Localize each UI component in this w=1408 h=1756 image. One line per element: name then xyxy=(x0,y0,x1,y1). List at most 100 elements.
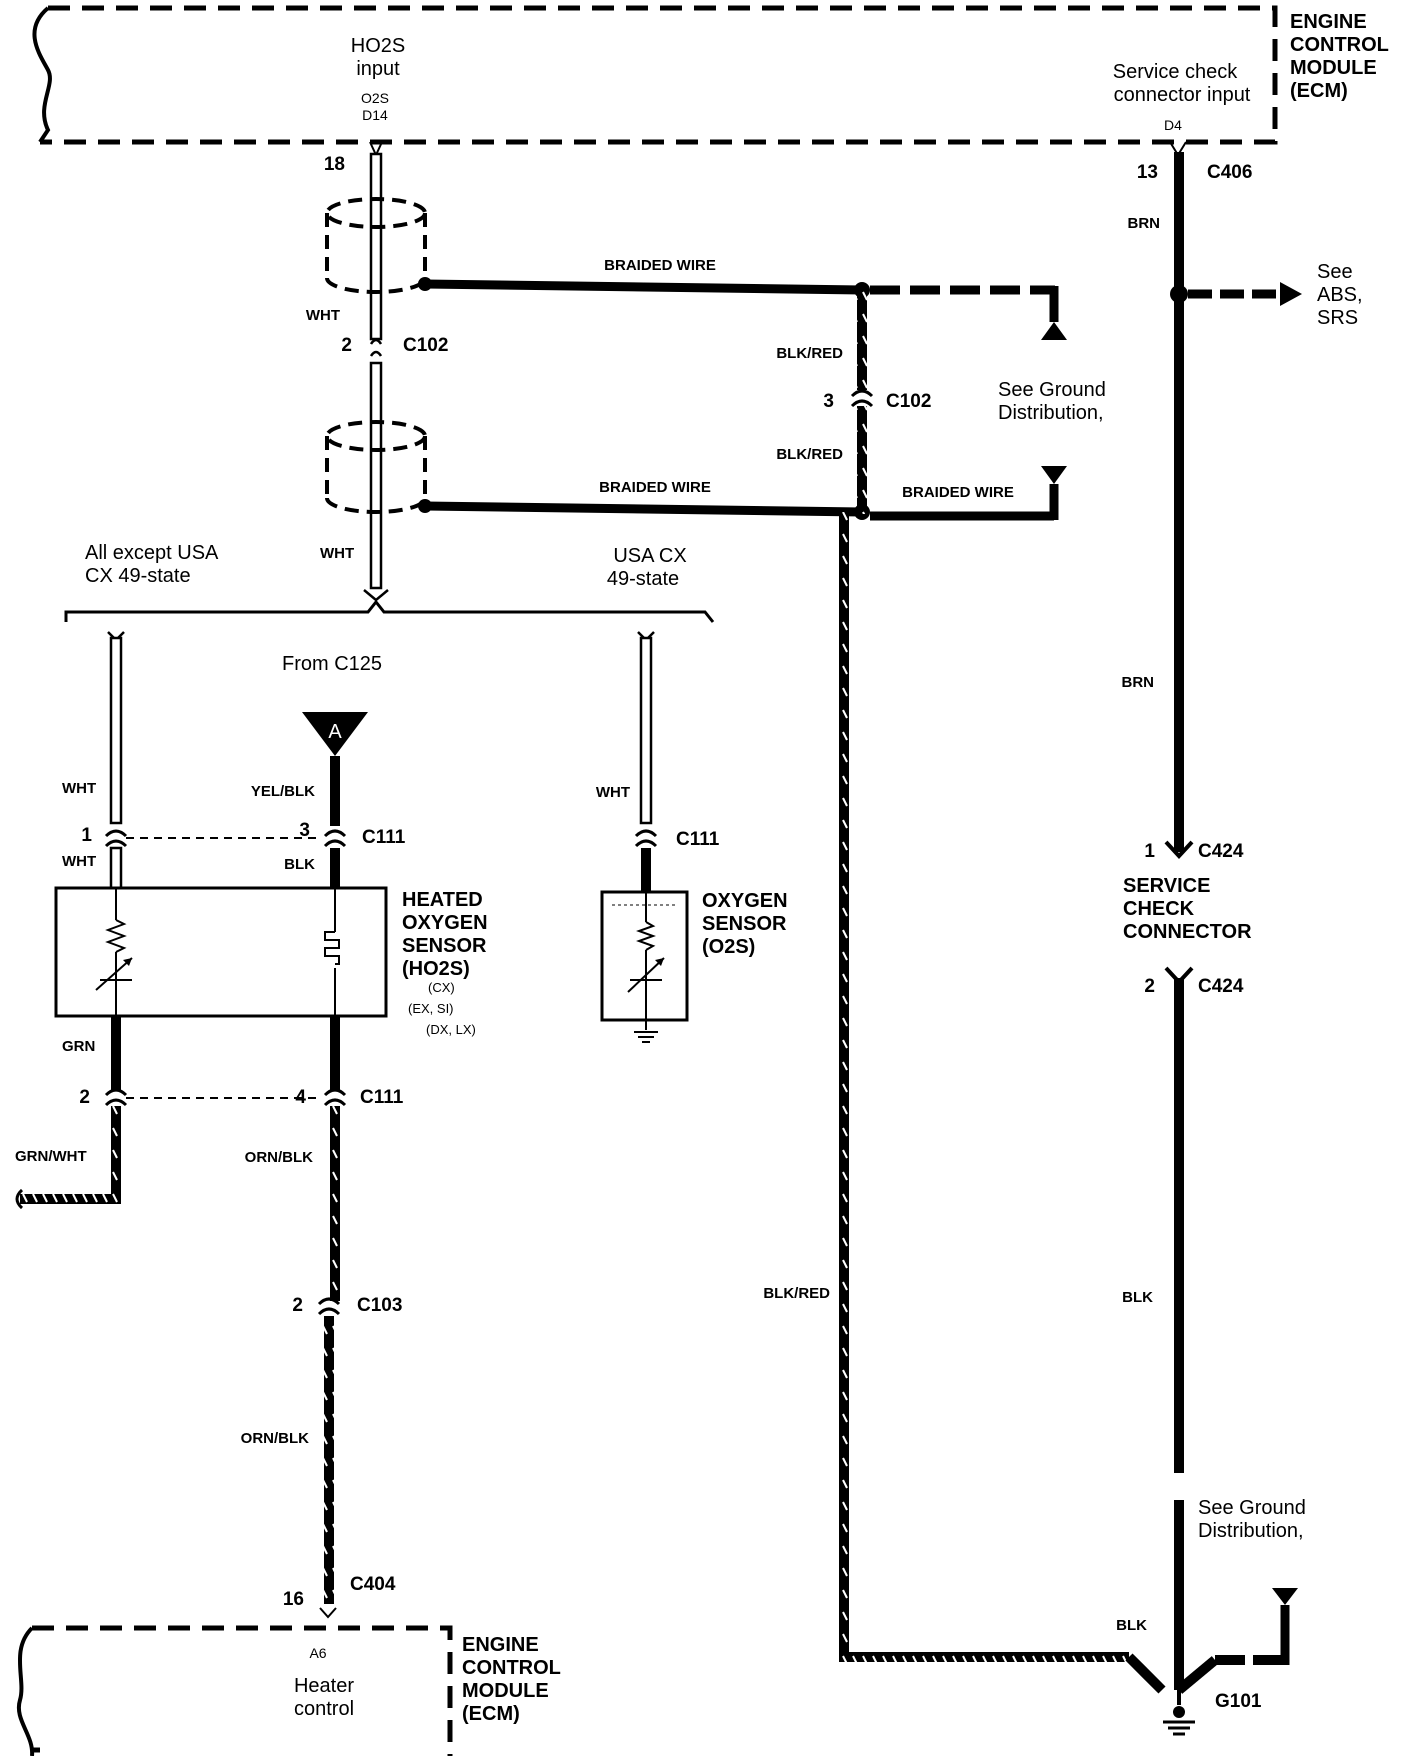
wire-label-wht-1: WHT xyxy=(306,307,340,324)
ecm-top-title-4: (ECM) xyxy=(1290,80,1348,102)
ecm-top-title-2: CONTROL xyxy=(1290,34,1389,56)
ho2s-model-cx: (CX) xyxy=(428,980,455,995)
connector-c111-b: C111 xyxy=(676,829,720,850)
pin-2-c103: 2 xyxy=(292,1295,303,1316)
wire-label-blk-red-3: BLK/RED xyxy=(763,1285,830,1302)
ho2s-wht-wire xyxy=(104,631,322,890)
pin-18: 18 xyxy=(324,154,345,175)
o2s-title-2: SENSOR xyxy=(702,913,787,935)
braided-wire-lower xyxy=(418,466,1067,521)
svc-conn-line2: CHECK xyxy=(1123,898,1195,920)
wire-label-blk-heater: BLK xyxy=(284,856,315,873)
ecm-bottom-title-3: MODULE xyxy=(462,1680,549,1702)
wire-label-blk-red-1: BLK/RED xyxy=(776,345,843,362)
wire-label-grn: GRN xyxy=(62,1038,95,1055)
svc-conn-line1: SERVICE xyxy=(1123,875,1210,897)
see-abs-line2: ABS, xyxy=(1317,284,1363,306)
o2s-terminal-2: D14 xyxy=(362,107,388,123)
connector-c102-b: C102 xyxy=(886,391,931,412)
heater-control-line1: Heater xyxy=(294,1675,354,1697)
o2s-wire xyxy=(634,631,658,892)
ecm-top-title-1: ENGINE xyxy=(1290,11,1367,33)
ground-g101: G101 xyxy=(1215,1691,1262,1712)
wire-label-wht-right: WHT xyxy=(596,784,630,801)
blk-red-ground-wire xyxy=(839,290,1166,1694)
ho2s-title-1: HEATED xyxy=(402,889,483,911)
wire-label-brn-1: BRN xyxy=(1128,215,1161,232)
wire-label-blk-red-2: BLK/RED xyxy=(776,446,843,463)
svc-terminal: D4 xyxy=(1164,117,1182,133)
pin-3-c111: 3 xyxy=(299,820,310,841)
connector-c111-a: C111 xyxy=(362,827,406,848)
ho2s-input-label-2: input xyxy=(356,58,400,80)
pin-1-c424: 1 xyxy=(1144,841,1155,862)
wire-label-orn-blk-1: ORN/BLK xyxy=(245,1149,313,1166)
wire-label-blk-2: BLK xyxy=(1116,1617,1147,1634)
see-abs-line3: SRS xyxy=(1317,307,1358,329)
ho2s-title-4: (HO2S) xyxy=(402,958,470,980)
connector-c424-a: C424 xyxy=(1198,841,1244,862)
wire-label-braided-2: BRAIDED WIRE xyxy=(599,479,711,496)
ho2s-model-ex-si: (EX, SI) xyxy=(408,1001,454,1016)
wht-signal-wire xyxy=(363,141,389,602)
ecm-bottom-title-1: ENGINE xyxy=(462,1634,539,1656)
wire-label-orn-blk-2: ORN/BLK xyxy=(241,1430,309,1447)
pin-2-c111: 2 xyxy=(79,1087,90,1108)
svc-input-label-1: Service check xyxy=(1113,61,1238,83)
pin-2-c102: 2 xyxy=(341,335,352,356)
pin-16: 16 xyxy=(283,1589,304,1610)
ecm-top-title-3: MODULE xyxy=(1290,57,1377,79)
connector-c406: C406 xyxy=(1207,162,1252,183)
ecm-bottom-terminal: A6 xyxy=(309,1645,326,1661)
see-ground-2-line2: Distribution, xyxy=(1198,1520,1304,1542)
brn-service-wire xyxy=(1164,141,1302,859)
blk-ground-wire xyxy=(1163,966,1298,1736)
see-ground-1-line2: Distribution, xyxy=(998,402,1104,424)
connector-c102-a: C102 xyxy=(403,335,448,356)
wire-label-yel-blk: YEL/BLK xyxy=(251,783,315,800)
pin-1-c111: 1 xyxy=(81,825,92,846)
all-except-line2: CX 49-state xyxy=(85,565,191,587)
o2s-title-3: (O2S) xyxy=(702,936,755,958)
wire-label-brn-2: BRN xyxy=(1122,674,1155,691)
wire-label-wht-left-2: WHT xyxy=(62,853,96,870)
pin-3-c102: 3 xyxy=(823,391,834,412)
see-abs-line1: See xyxy=(1317,261,1353,283)
from-c125: From C125 xyxy=(282,653,382,675)
connector-c424-b: C424 xyxy=(1198,976,1244,997)
connector-a-label: A xyxy=(328,721,342,743)
svc-input-label-2: connector input xyxy=(1114,84,1251,106)
ecm-bottom-title-2: CONTROL xyxy=(462,1657,561,1679)
option-brace xyxy=(64,599,715,623)
usa-cx-line2: 49-state xyxy=(607,568,679,590)
connector-c103: C103 xyxy=(357,1295,402,1316)
heater-control-line2: control xyxy=(294,1698,354,1720)
wire-label-braided-1: BRAIDED WIRE xyxy=(604,257,716,274)
ho2s-model-dx-lx: (DX, LX) xyxy=(426,1022,476,1037)
ecm-bottom-box xyxy=(16,1625,453,1756)
connector-c404: C404 xyxy=(350,1574,396,1595)
o2s-terminal-1: O2S xyxy=(361,90,389,106)
braided-wire-upper xyxy=(418,277,1067,340)
ecm-top-box xyxy=(32,5,1278,145)
wire-label-grn-wht: GRN/WHT xyxy=(15,1148,87,1165)
svc-conn-line3: CONNECTOR xyxy=(1123,921,1252,943)
usa-cx-line1: USA CX xyxy=(613,545,686,567)
pin-13: 13 xyxy=(1137,162,1158,183)
wire-label-blk-1: BLK xyxy=(1122,1289,1153,1306)
wire-label-wht-left: WHT xyxy=(62,780,96,797)
o2s-title-1: OXYGEN xyxy=(702,890,788,912)
connector-a-symbol xyxy=(302,712,368,888)
o2s-sensor xyxy=(600,890,689,1043)
pin-2-c424: 2 xyxy=(1144,976,1155,997)
connector-c111-c: C111 xyxy=(360,1087,404,1108)
all-except-line1: All except USA xyxy=(85,542,219,564)
ho2s-title-2: OXYGEN xyxy=(402,912,488,934)
wire-label-braided-3: BRAIDED WIRE xyxy=(902,484,1014,501)
see-ground-2-line1: See Ground xyxy=(1198,1497,1306,1519)
orn-blk-wire xyxy=(317,1016,347,1619)
ho2s-input-label-1: HO2S xyxy=(351,35,405,57)
see-ground-1-line1: See Ground xyxy=(998,379,1106,401)
